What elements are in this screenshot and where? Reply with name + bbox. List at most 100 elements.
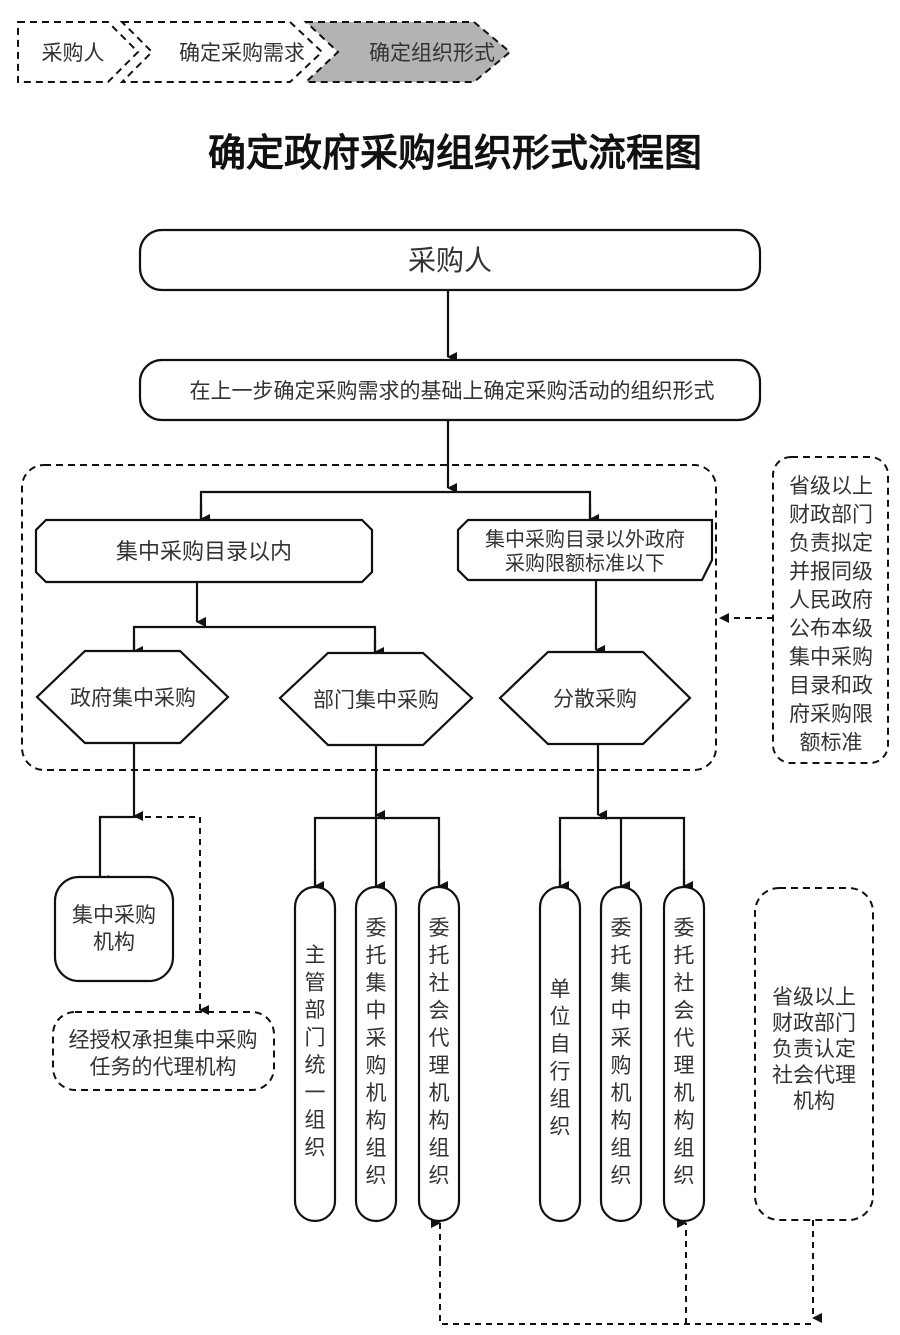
dashed-arrow-connector [134,816,209,1015]
entrust-social-node-char: 理 [429,1054,450,1078]
dept-unified-node-char: 门 [305,1026,326,1050]
entrust-social-node-char: 机 [674,1081,695,1105]
agency-note [754,887,874,1221]
determine-form-label: 在上一步确定采购需求的基础上确定采购活动的组织形式 [190,379,715,403]
entrust-central-node-char: 购 [366,1054,387,1078]
entrust-central-node-char: 托 [366,944,387,968]
entrust-social-node-char: 织 [429,1164,450,1188]
catalog-note-line: 府采购限 [789,702,873,726]
agency-note-line: 机构 [793,1089,835,1113]
entrust-social-node-char: 代 [429,1026,450,1050]
gov-central-label: 政府集中采购 [70,686,196,710]
breadcrumb: 采购人 确定采购需求 确定组织形式 [17,21,512,83]
decentralized-node [498,650,692,746]
dept-unified-node-char: 织 [305,1136,326,1160]
catalog-note-line: 额标准 [800,731,863,755]
org-method-columns: 主管部门统一组织委托集中采购机构组织委托社会代理机构组织单位自行组织委托集中采购… [293,885,706,1223]
dept-unified-node-char: 统 [305,1053,326,1077]
entrust-social-node-char: 会 [674,999,695,1023]
entrust-social-node-char: 机 [429,1081,450,1105]
purchaser-node [138,228,762,292]
entrust-central-node-char: 委 [366,916,387,940]
breadcrumb-step-label: 确定采购需求 [179,41,305,65]
unit-self-node-char: 织 [550,1115,571,1139]
entrust-central-node-char: 机 [366,1081,387,1105]
unit-self-node-char: 行 [550,1060,571,1084]
within-catalog-label: 集中采购目录以内 [116,540,292,565]
agency-note-line: 社会代理 [772,1063,856,1087]
entrust-social-node-char: 委 [429,916,450,940]
decentralized-label: 分散采购 [553,687,637,711]
dept-unified-node-char: 一 [305,1081,326,1105]
entrust-central-node-char: 构 [366,1109,387,1133]
dept-unified-node [293,885,337,1223]
catalog-note-line: 财政部门 [789,503,873,527]
catalog-note-line: 人民政府 [789,588,873,612]
catalog-note-line: 公布本级 [789,617,873,641]
authorized-agency-label-line1: 经授权承担集中采购 [69,1028,258,1052]
entrust-central-node-char: 机 [611,1081,632,1105]
entrust-social-node-char: 托 [429,944,450,968]
dept-unified-node-char: 组 [305,1108,326,1132]
dept-central-node [278,651,474,747]
authorized-agency-node [52,1011,275,1091]
branch-connector [199,490,592,520]
entrust-social-node-char: 社 [429,971,450,995]
breadcrumb-step-label: 确定组织形式 [369,41,495,65]
entrust-social-node-char: 组 [674,1136,695,1160]
unit-self-node-char: 位 [550,1005,571,1029]
entrust-central-node-char: 采 [366,1026,387,1050]
entrust-central-node-char: 托 [611,944,632,968]
catalog-note-line: 省级以上 [789,474,873,498]
entrust-central-node-char: 组 [366,1136,387,1160]
entrust-central-node-char: 购 [611,1054,632,1078]
dept-unified-node-char: 管 [305,971,326,995]
entrust-social-node-char: 会 [429,999,450,1023]
catalog-note-line: 并报同级 [789,560,873,584]
outside-catalog-node [456,518,714,582]
entrust-central-node-char: 集 [366,971,387,995]
dept-unified-node-char: 部 [305,998,326,1022]
entrust-central-node-char: 织 [611,1164,632,1188]
entrust-central-node-char: 采 [611,1026,632,1050]
entrust-social-node-char: 委 [674,916,695,940]
breadcrumb-step-requirements[interactable]: 确定采购需求 [119,21,324,83]
unit-self-node-char: 单 [550,977,571,1001]
entrust-social-node-char: 社 [674,971,695,995]
unit-self-node-char: 组 [550,1087,571,1111]
entrust-central-node-char: 织 [366,1164,387,1188]
page-title: 确定政府采购组织形式流程图 [208,130,702,175]
catalog-note [772,456,889,764]
central-agency-label-line1: 集中采购 [72,903,156,927]
dept-central-label: 部门集中采购 [313,688,439,712]
within-catalog-node [34,518,374,584]
arrow-connector [98,815,134,885]
entrust-central-node [599,885,643,1223]
entrust-social-node-char: 组 [429,1136,450,1160]
catalog-note-line: 目录和政 [789,674,873,698]
entrust-central-node-char: 构 [611,1109,632,1133]
entrust-central-node-char: 中 [611,999,632,1023]
entrust-social-node-char: 代 [674,1026,695,1050]
outside-catalog-label-line1: 集中采购目录以外政府 [485,527,685,551]
purchaser-label: 采购人 [408,244,492,277]
entrust-social-node-char: 构 [429,1109,450,1133]
central-agency-label-line2: 机构 [93,930,135,954]
breadcrumb-step-purchaser[interactable]: 采购人 [17,21,140,83]
entrust-social-node-char: 构 [674,1109,695,1133]
breadcrumb-step-label: 采购人 [42,41,105,65]
catalog-note-line: 集中采购 [789,645,873,669]
entrust-central-node-char: 组 [611,1136,632,1160]
branch-connector [132,625,377,652]
breadcrumb-step-form-active[interactable]: 确定组织形式 [303,21,512,83]
entrust-central-node-char: 委 [611,916,632,940]
agency-note-line: 负责认定 [772,1037,856,1061]
agency-note-line: 省级以上 [772,985,856,1009]
organization-form-group [21,464,717,771]
entrust-central-node [354,885,398,1223]
entrust-social-node-char: 托 [674,944,695,968]
entrust-social-node-char: 织 [674,1164,695,1188]
